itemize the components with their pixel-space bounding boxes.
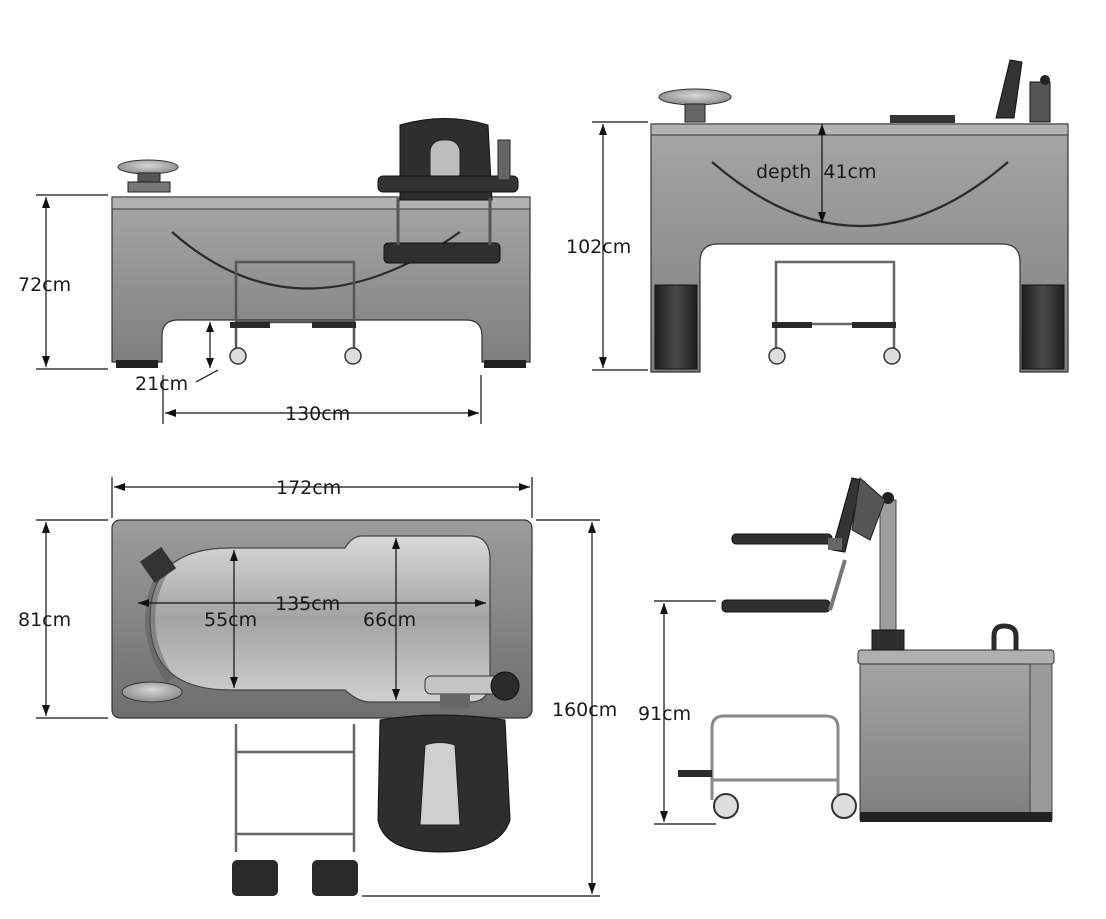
- chair-back: [890, 59, 1051, 123]
- chair-seat: [377, 118, 519, 264]
- top-inner-length-label: 135cm: [275, 593, 340, 615]
- top-width-label: 81cm: [18, 609, 71, 631]
- top-inner-width-narrow-dimension: [230, 550, 238, 688]
- side-height-dimension: [592, 121, 648, 371]
- side-view: 102cm depth 41cm: [566, 59, 1069, 373]
- top-width-dimension: [36, 519, 108, 719]
- chair-height-dimension: [654, 600, 716, 825]
- control-panel-icon: [139, 546, 177, 584]
- chair-profile: [721, 477, 886, 613]
- top-length-dimension: [111, 477, 533, 518]
- turntable-icon: [121, 681, 183, 703]
- top-inner-length-dimension: [138, 599, 486, 607]
- chair-height-label: 91cm: [638, 703, 691, 725]
- front-clearance-dimension: [195, 322, 219, 383]
- top-length-label: 172cm: [276, 477, 341, 499]
- turntable-icon: [658, 88, 732, 123]
- side-depth-dimension: [818, 124, 826, 223]
- trolley-frame: [774, 260, 896, 352]
- tub-end: [859, 649, 1053, 821]
- front-length-label: 130cm: [285, 403, 350, 425]
- top-inner-width-narrow-label: 55cm: [204, 609, 257, 631]
- trolley-frame: [710, 714, 840, 800]
- front-height-dimension: [36, 194, 108, 370]
- front-view: 72cm 21cm 130cm: [18, 118, 531, 425]
- tub-body: [650, 123, 1069, 373]
- top-total-label: 160cm: [552, 699, 617, 721]
- chair-side-view: 91cm: [638, 477, 1055, 825]
- top-total-dimension: [362, 519, 600, 897]
- trolley-frame: [234, 724, 356, 852]
- top-inner-width-wide-label: 66cm: [363, 609, 416, 631]
- side-height-label: 102cm: [566, 236, 631, 258]
- top-inner-width-wide-dimension: [392, 538, 400, 700]
- side-depth-label: depth 41cm: [756, 161, 877, 183]
- front-length-dimension: [162, 375, 482, 424]
- top-view: 172cm 81cm 135cm 55cm 66cm 160cm: [18, 477, 617, 897]
- front-clearance-label: 21cm: [135, 373, 188, 395]
- tub-body: [111, 196, 531, 363]
- front-height-label: 72cm: [18, 274, 71, 296]
- tub-basin: [149, 535, 491, 703]
- turntable-icon: [117, 159, 179, 193]
- chair-seat: [377, 714, 511, 853]
